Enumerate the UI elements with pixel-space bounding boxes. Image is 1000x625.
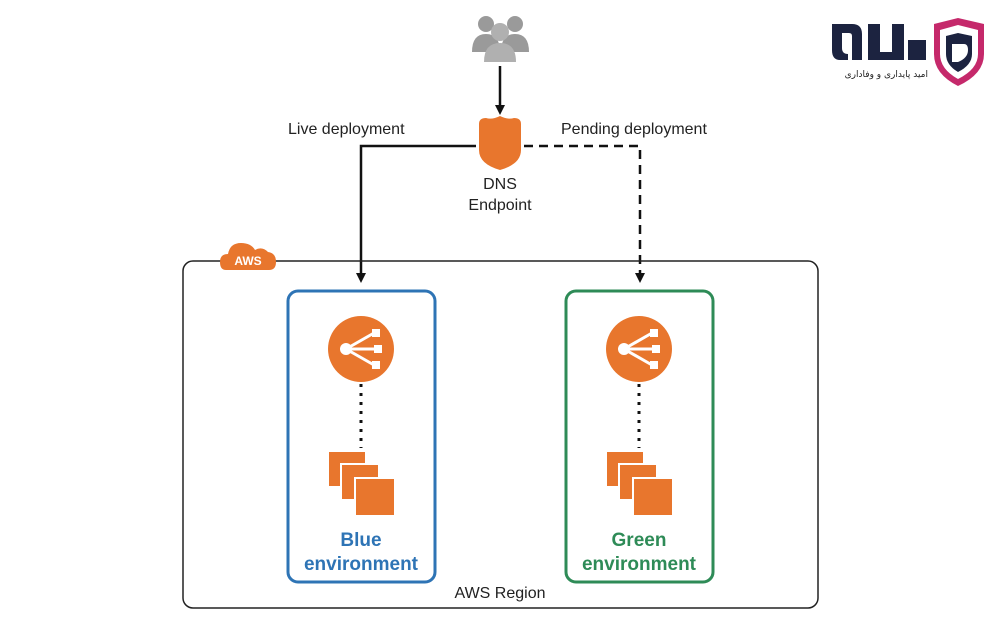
aws-badge-label: AWS xyxy=(234,254,261,268)
blue-env-label-line2: environment xyxy=(304,554,419,575)
load-balancer-icon xyxy=(606,316,672,382)
green-environment-box xyxy=(564,289,715,584)
pending-deployment-arrow xyxy=(524,144,645,283)
live-deployment-label: Live deployment xyxy=(288,121,405,138)
aws-region-label: AWS Region xyxy=(455,585,546,602)
blue-env-label-line1: Blue xyxy=(340,530,381,551)
dns-label-line2: Endpoint xyxy=(468,197,532,214)
aws-cloud-icon: AWS xyxy=(220,243,276,270)
ec2-instances-icon xyxy=(605,450,674,517)
blue-environment-box xyxy=(286,289,437,584)
pending-deployment-label: Pending deployment xyxy=(561,121,707,138)
users-icon xyxy=(472,16,529,62)
load-balancer-icon xyxy=(328,316,394,382)
aws-region-box xyxy=(182,260,819,609)
dns-label-line1: DNS xyxy=(483,176,517,193)
green-env-label-line2: environment xyxy=(582,554,697,575)
logo-tagline: امید پایداری و وفاداری xyxy=(845,70,928,80)
brand-logo: امید پایداری و وفاداری xyxy=(832,18,984,86)
dns-shield-icon xyxy=(479,116,521,170)
green-env-label-line1: Green xyxy=(612,530,667,551)
live-deployment-arrow xyxy=(356,144,476,283)
ec2-instances-icon xyxy=(327,450,396,517)
